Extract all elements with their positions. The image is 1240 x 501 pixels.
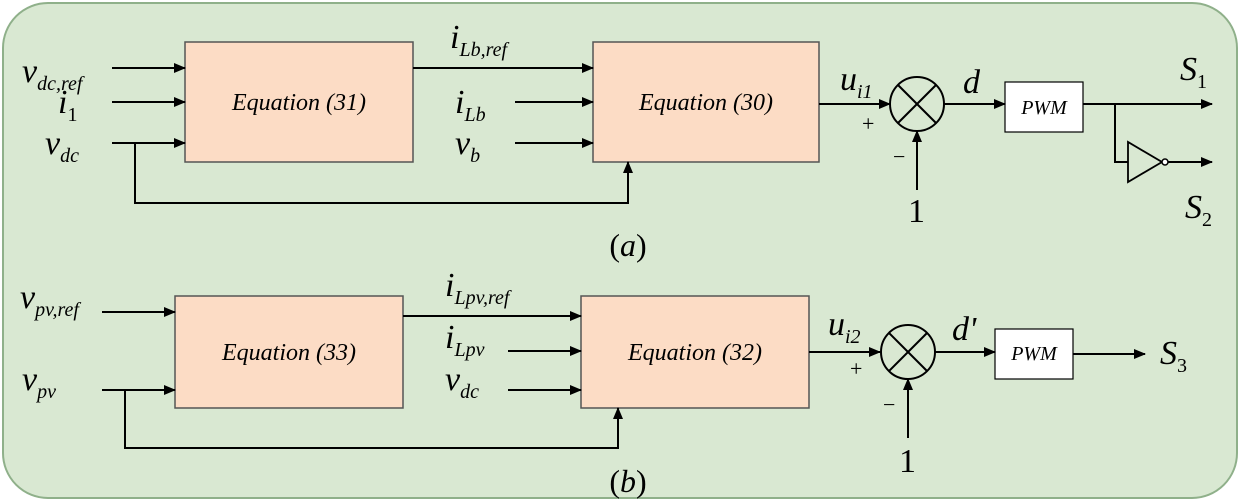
equation-30-label: Equation (30) bbox=[638, 90, 773, 116]
ilb-label: iLb bbox=[455, 84, 486, 126]
ilb-ref-label: iLb,ref bbox=[450, 19, 509, 61]
pwm-label-a: PWM bbox=[1020, 97, 1068, 119]
diagram-a: Equation (31) Equation (30) PWM vdc,ref … bbox=[22, 19, 1213, 263]
plus-sign-b: + bbox=[850, 356, 862, 381]
s3-label: S3 bbox=[1160, 335, 1187, 377]
input-vdc-ref-label: vdc,ref bbox=[22, 53, 85, 95]
input-vdc-label: vdc bbox=[45, 125, 79, 167]
s2-label: S2 bbox=[1185, 189, 1212, 231]
equation-33-label: Equation (33) bbox=[221, 340, 356, 366]
minus-sign-a: − bbox=[893, 144, 905, 169]
plus-sign-a: + bbox=[862, 111, 874, 136]
minus-sign-b: − bbox=[883, 392, 895, 417]
ilpv-ref-label: iLpv,ref bbox=[445, 267, 512, 309]
d-prime-label: d' bbox=[952, 311, 977, 348]
equation-33-block bbox=[174, 295, 404, 409]
ui2-label: ui2 bbox=[828, 306, 861, 348]
input-vpv-label: vpv bbox=[22, 361, 56, 403]
ilpv-label: iLpv bbox=[445, 319, 485, 361]
pwm-label-b: PWM bbox=[1010, 343, 1058, 365]
one-label-b: 1 bbox=[899, 443, 916, 480]
equation-31-block bbox=[184, 41, 414, 163]
vdc-feedback-path bbox=[134, 143, 633, 204]
ui1-label: ui1 bbox=[840, 61, 873, 103]
caption-a: (a) bbox=[609, 227, 646, 263]
input-vpv-ref-label: vpv,ref bbox=[20, 279, 81, 321]
pwm-block-a bbox=[1004, 81, 1084, 133]
vpv-feedback-path bbox=[124, 390, 623, 449]
equation-32-label: Equation (32) bbox=[627, 340, 762, 366]
equation-32-block bbox=[580, 295, 810, 409]
s1-label: S1 bbox=[1180, 51, 1207, 93]
equation-31-label: Equation (31) bbox=[231, 90, 366, 116]
diagram-b: Equation (33) Equation (32) PWM vpv,ref … bbox=[20, 267, 1187, 499]
caption-b: (b) bbox=[609, 463, 646, 499]
branch-to-inverter bbox=[1114, 104, 1128, 163]
d-label: d bbox=[963, 64, 981, 101]
vb-label: vb bbox=[455, 125, 480, 167]
vdc-b-label: vdc bbox=[445, 361, 479, 403]
one-label-a: 1 bbox=[908, 193, 925, 230]
input-i1-label: i1 bbox=[58, 84, 77, 126]
